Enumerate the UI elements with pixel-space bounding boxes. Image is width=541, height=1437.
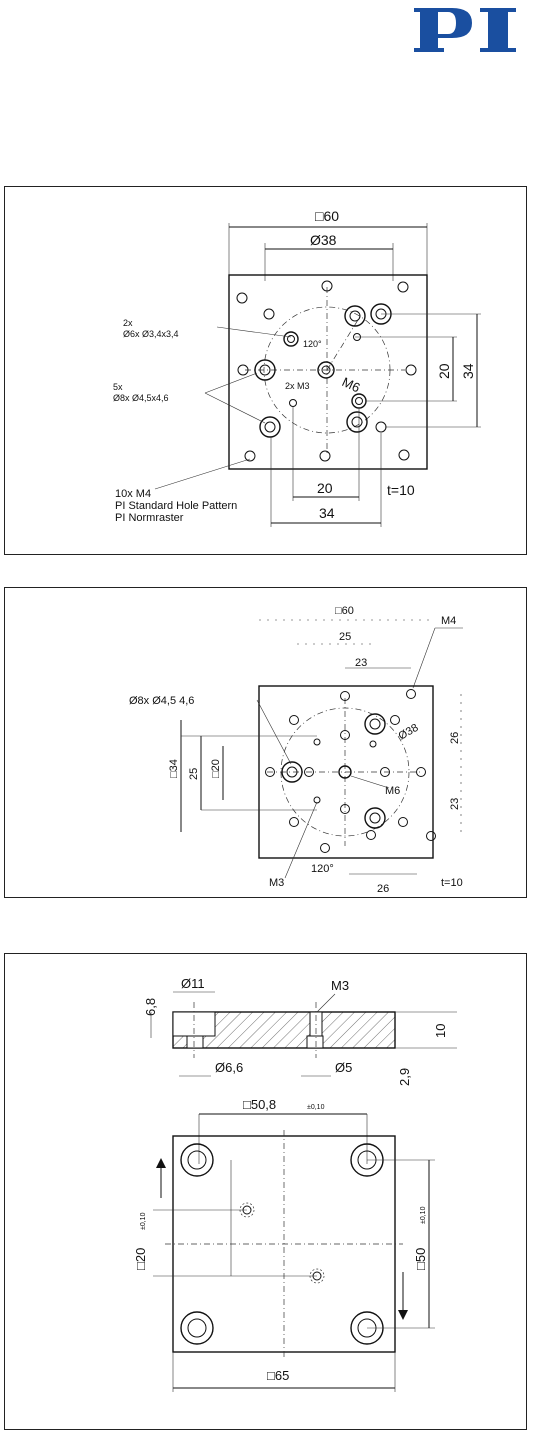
label-23-top: 23 <box>355 657 367 669</box>
label-tol-right: ±0,10 <box>420 1206 427 1224</box>
callout-6x-line2: Ø6x Ø3,4x3,4 <box>123 329 179 339</box>
counterbore-holes <box>254 303 392 438</box>
counterbore-holes-2 <box>281 713 386 829</box>
drawing-panel-alt-top-view: □60 25 23 M4 Ø8x Ø4,5 4,6 Ø38 26 23 M6 □… <box>4 587 527 898</box>
label-23-right: 23 <box>449 798 461 810</box>
m3-holes <box>239 1202 325 1284</box>
label-dia-11: Ø11 <box>181 976 205 991</box>
label-dim-34-right: 34 <box>460 363 476 379</box>
callout-8x-line2: Ø8x Ø4,5x4,6 <box>113 393 169 403</box>
label-m6: M6 <box>340 374 363 395</box>
label-dia-38: Ø38 <box>310 232 337 248</box>
label-2-9: 2,9 <box>397 1068 412 1086</box>
label-2x-m3: 2x M3 <box>285 381 310 391</box>
drawing-panel-adapter-plate: 6,8 Ø11 M3 10 Ø6,6 Ø5 2,9 □50,8 ±0,10 □2… <box>4 953 527 1430</box>
drawing3-svg: 6,8 Ø11 M3 10 Ø6,6 Ø5 2,9 □50,8 ±0,10 □2… <box>133 976 457 1392</box>
label-square-50-8: □50,8 <box>243 1097 276 1112</box>
note-line3: PI Normraster <box>115 512 184 524</box>
label-dia-5: Ø5 <box>335 1060 352 1075</box>
note-line1: 10x M4 <box>115 488 151 500</box>
note-line2: PI Standard Hole Pattern <box>115 500 237 512</box>
label-thickness: t=10 <box>387 482 415 498</box>
pi-logo <box>414 8 516 52</box>
pi-logo-mark <box>414 8 516 52</box>
center-m6-hole-2 <box>338 765 352 779</box>
callout-counterbore: Ø8x Ø4,5 4,6 <box>129 695 194 707</box>
label-dia-6-6: Ø6,6 <box>215 1060 243 1075</box>
m4-holes-2 <box>265 689 436 853</box>
drawing1-svg: □60 Ø38 2x Ø6x Ø3,4x3,4 5x Ø8x Ø4,5x4,6 … <box>113 208 481 527</box>
label-120: 120° <box>311 863 334 875</box>
label-square-20-3: □20 <box>133 1248 148 1270</box>
label-angle-120: 120° <box>303 339 322 349</box>
label-dim-34-bottom: 34 <box>319 505 335 521</box>
drawing-panel-top-view: □60 Ø38 2x Ø6x Ø3,4x3,4 5x Ø8x Ø4,5x4,6 … <box>4 186 527 555</box>
corner-counterbores <box>180 1143 384 1345</box>
label-6-8: 6,8 <box>143 998 158 1016</box>
m4-holes <box>236 280 417 462</box>
label-square-50: □50 <box>413 1248 428 1270</box>
label-tol-left: ±0,10 <box>140 1212 147 1230</box>
label-tol-top: ±0,10 <box>307 1104 325 1111</box>
label-26-bottom: 26 <box>377 883 389 895</box>
label-25-top: 25 <box>339 631 351 643</box>
plate-outline-2 <box>258 685 434 859</box>
label-square-65: □65 <box>267 1368 289 1383</box>
center-m6-hole <box>317 361 335 379</box>
plate-outline <box>228 274 428 470</box>
label-thickness-2: t=10 <box>441 877 463 889</box>
label-square-60: □60 <box>315 208 339 224</box>
label-m3-3: M3 <box>331 978 349 993</box>
label-m4: M4 <box>441 615 456 627</box>
label-m3: M3 <box>269 877 284 889</box>
label-26-right: 26 <box>449 732 461 744</box>
label-10: 10 <box>433 1024 448 1038</box>
label-square-20: □20 <box>210 759 222 778</box>
label-m6-2: M6 <box>385 785 400 797</box>
drawing2-svg: □60 25 23 M4 Ø8x Ø4,5 4,6 Ø38 26 23 M6 □… <box>129 605 463 895</box>
label-dim-20-bottom: 20 <box>317 480 333 496</box>
label-dim-20-right: 20 <box>436 363 452 379</box>
label-25-left: 25 <box>188 768 200 780</box>
label-square-60-2: □60 <box>335 605 354 617</box>
label-square-34: □34 <box>168 759 180 778</box>
callout-6x-line1: 2x <box>123 318 133 328</box>
callout-8x-line1: 5x <box>113 382 123 392</box>
label-dia-38-2: Ø38 <box>397 722 421 743</box>
